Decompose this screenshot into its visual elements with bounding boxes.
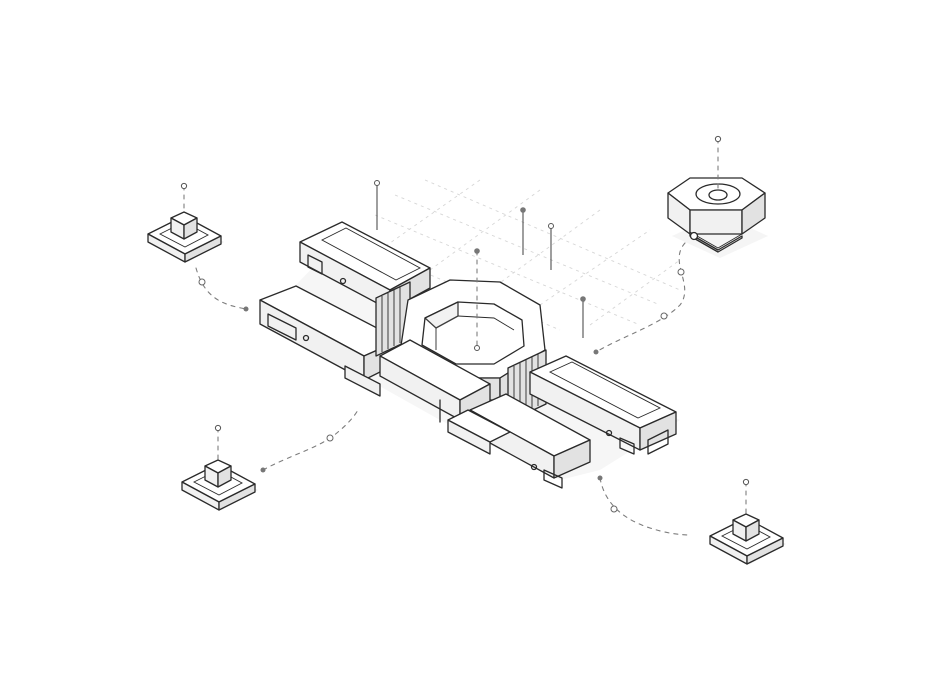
node-top-left — [147, 182, 224, 263]
connector-bottom-left — [262, 409, 359, 471]
connector-top-left — [195, 267, 247, 310]
connector-bottom-right — [599, 477, 691, 536]
node-bottom-left — [181, 424, 258, 511]
front-block — [379, 339, 491, 423]
signal-pins — [374, 180, 586, 351]
arm-lower-front — [447, 393, 591, 489]
connector-lines — [195, 242, 691, 536]
connector-top-right — [595, 242, 686, 353]
node-top-right — [667, 135, 768, 258]
central-hub — [259, 221, 680, 489]
node-bottom-right — [709, 478, 786, 565]
arm-lower-right — [529, 355, 677, 455]
